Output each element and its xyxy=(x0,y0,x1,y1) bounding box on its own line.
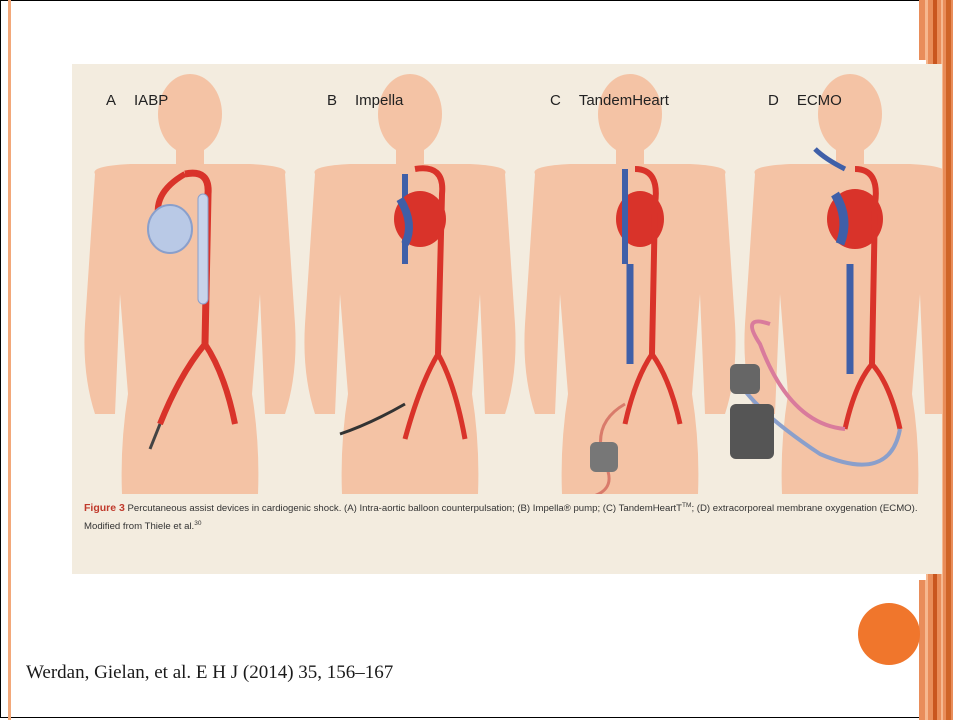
reference-sup: 30 xyxy=(194,520,201,527)
panel-a-label: A IABP xyxy=(106,92,168,109)
panel-c-letter: C xyxy=(550,92,561,109)
figure-caption: Figure 3 Percutaneous assist devices in … xyxy=(84,498,924,534)
panel-a-letter: A xyxy=(106,92,116,109)
medical-figure: A IABP B Impella C TandemHeart D ECMO Figure… xyxy=(72,64,942,574)
panel-d-label: D ECMO xyxy=(768,92,842,109)
left-accent-bar xyxy=(8,0,11,720)
figure-caption-label: Figure 3 xyxy=(84,502,125,514)
citation-text: Werdan, Gielan, et al. E H J (2014) 35, … xyxy=(26,662,393,684)
panel-c-name: TandemHeart xyxy=(579,92,669,109)
panel-c-label: C TandemHeart xyxy=(550,92,669,109)
panel-d-name: ECMO xyxy=(797,92,842,109)
panel-b-letter: B xyxy=(327,92,337,109)
body-illustrations xyxy=(72,64,942,494)
panel-c-illustration xyxy=(524,74,735,494)
panel-d-illustration xyxy=(730,74,942,494)
panel-a-name: IABP xyxy=(134,92,168,109)
panel-b-illustration xyxy=(304,74,515,494)
panel-d-letter: D xyxy=(768,92,779,109)
panel-b-label: B Impella xyxy=(327,92,403,109)
panel-b-name: Impella xyxy=(355,92,403,109)
panel-a-illustration xyxy=(84,74,295,494)
orange-circle-decoration xyxy=(858,603,920,665)
figure-caption-text: Percutaneous assist devices in cardiogen… xyxy=(128,503,683,514)
